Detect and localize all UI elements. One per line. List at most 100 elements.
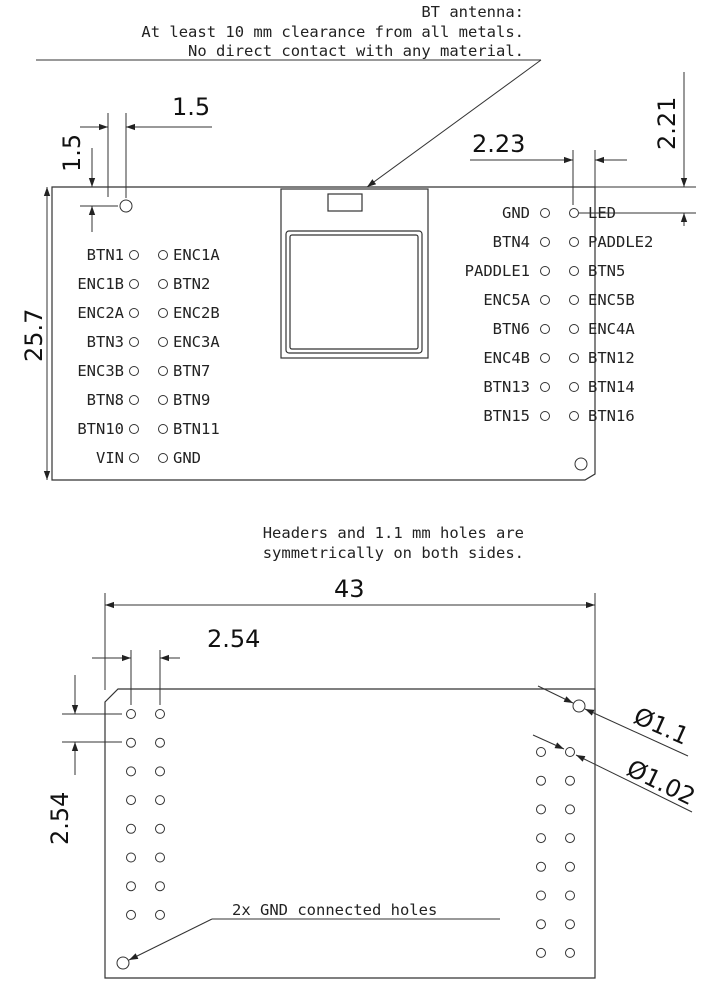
dim-1-5-y-label: 1.5 <box>58 134 86 172</box>
header-hole <box>536 890 546 901</box>
header-hole <box>536 919 546 930</box>
dim-1-5-x-label: 1.5 <box>172 93 210 121</box>
header-hole <box>126 881 136 892</box>
pin-label: BTN6 <box>493 320 530 338</box>
pin-hole <box>569 237 579 247</box>
pin-label: ENC3B <box>77 362 124 380</box>
pin-hole <box>158 250 168 260</box>
pin-hole <box>158 337 168 347</box>
header-hole <box>536 747 546 757</box>
pin-hole <box>540 324 550 334</box>
header-hole <box>155 737 165 748</box>
header-hole <box>565 747 575 757</box>
pin-label: ENC2A <box>77 304 124 322</box>
pin-hole <box>569 208 579 218</box>
pin-label: BTN3 <box>87 333 124 351</box>
pin-label: BTN1 <box>87 246 124 264</box>
hole-large-leader-out <box>584 708 689 757</box>
pin-hole <box>129 366 139 376</box>
pin-label: ENC1B <box>77 275 124 293</box>
pin-hole <box>158 424 168 434</box>
pin-hole <box>158 366 168 376</box>
header-hole <box>536 804 546 815</box>
header-hole <box>536 861 546 872</box>
dim-2-23-label: 2.23 <box>472 130 525 158</box>
header-hole <box>155 909 165 920</box>
pin-hole <box>158 308 168 318</box>
pin-hole <box>158 453 168 463</box>
header-hole <box>155 709 165 719</box>
pin-hole <box>129 337 139 347</box>
header-hole <box>126 852 136 863</box>
pin-hole <box>129 308 139 318</box>
header-hole <box>126 709 136 719</box>
antenna-note-line-2: At least 10 mm clearance from all metals… <box>141 23 524 41</box>
pin-label: ENC5B <box>588 291 635 309</box>
pin-hole <box>540 411 550 421</box>
header-hole <box>565 804 575 815</box>
pin-label: BTN11 <box>173 420 220 438</box>
pin-hole <box>129 424 139 434</box>
hole-small-label: Ø1.02 <box>622 754 699 811</box>
pin-label: ENC3A <box>173 333 220 351</box>
antenna-note-line-3: No direct contact with any material. <box>188 42 524 60</box>
mount-hole-top-right <box>574 457 588 471</box>
pin-label: ENC2B <box>173 304 220 322</box>
symmetry-note-line-1: Headers and 1.1 mm holes are <box>263 524 524 542</box>
header-hole <box>565 861 575 872</box>
header-hole <box>565 919 575 930</box>
pin-hole <box>158 279 168 289</box>
pin-label: GND <box>502 204 530 222</box>
pin-label: BTN12 <box>588 349 635 367</box>
antenna-leader <box>366 59 542 188</box>
header-hole <box>565 775 575 786</box>
bottom-board-outline <box>104 688 596 979</box>
header-hole <box>126 909 136 920</box>
pin-hole <box>540 208 550 218</box>
pin-label: ENC4A <box>588 320 635 338</box>
dim-2-54-y-label: 2.54 <box>46 792 74 845</box>
pin-hole <box>129 279 139 289</box>
gnd-holes-note: 2x GND connected holes <box>232 901 437 919</box>
dim-2-54-x-label: 2.54 <box>207 625 260 653</box>
pin-label: ENC5A <box>483 291 530 309</box>
pin-label: BTN10 <box>77 420 124 438</box>
header-hole <box>536 833 546 844</box>
header-hole <box>155 852 165 863</box>
pin-hole <box>569 353 579 363</box>
dim-2-21-label: 2.21 <box>653 97 681 150</box>
pin-hole <box>569 295 579 305</box>
mount-hole-top-left <box>119 199 133 213</box>
dim-25-7-label: 25.7 <box>20 309 48 362</box>
pin-hole <box>569 382 579 392</box>
pin-label: PADDLE2 <box>588 233 653 251</box>
mount-hole-bottom-right <box>572 699 586 713</box>
dim-43-label: 43 <box>334 575 365 603</box>
header-hole <box>155 881 165 892</box>
pin-hole <box>540 353 550 363</box>
antenna-note-line-1: BT antenna: <box>421 3 524 21</box>
antenna-pad <box>327 193 363 212</box>
bottom-left-header-holes <box>126 709 165 920</box>
hole-small-leader-out <box>575 754 693 813</box>
pin-label: BTN5 <box>588 262 625 280</box>
header-hole <box>565 947 575 958</box>
pin-hole <box>569 266 579 276</box>
gnd-holes-leader <box>128 918 213 961</box>
header-hole <box>155 766 165 777</box>
pin-hole <box>129 395 139 405</box>
header-hole <box>126 795 136 806</box>
pin-label: GND <box>173 449 201 467</box>
symmetry-note-line-2: symmetrically on both sides. <box>263 544 524 562</box>
pin-hole <box>158 395 168 405</box>
pin-label: BTN15 <box>483 407 530 425</box>
pin-label: BTN14 <box>588 378 635 396</box>
pin-hole <box>569 411 579 421</box>
pin-label: BTN8 <box>87 391 124 409</box>
header-hole <box>565 833 575 844</box>
pin-hole <box>540 295 550 305</box>
header-hole <box>155 823 165 834</box>
